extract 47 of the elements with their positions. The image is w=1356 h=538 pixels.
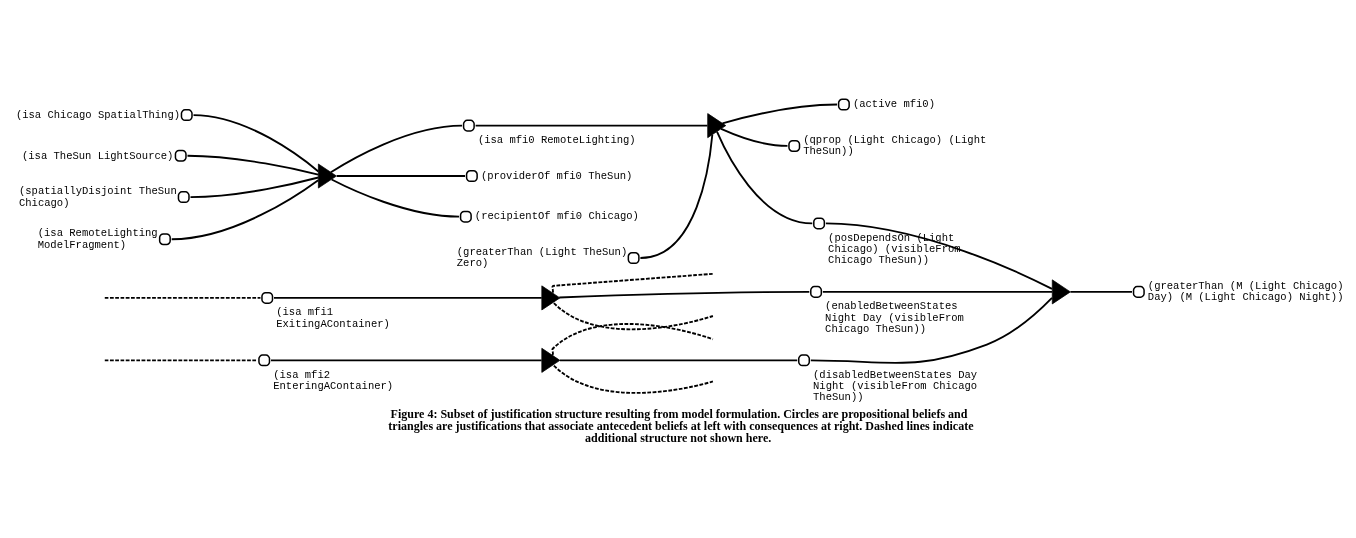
node-triangle — [707, 112, 727, 138]
node-triangle — [1051, 278, 1071, 304]
node-label: (qprop (Light Chicago) (Light TheSun)) — [803, 133, 987, 157]
node-label: (isa mfi2 EnteringAContainer) — [273, 368, 394, 392]
caption: Figure 4: Subset of justification structure resulting from model formulation. Circles are propositional beliefs and triangles are justifications that associate antecedent beliefs at left with consequences at right. Dashed lines indicate additional structure not shown here. — [388, 406, 974, 445]
node-label: (isa TheSun LightSource) — [21, 148, 174, 161]
node-label: (greaterThan (M (Light Chicago) Day) (M (Light Chicago) Night)) — [1147, 279, 1344, 303]
connector — [558, 290, 811, 298]
node-label: (enabledBetweenStates Night Day (visibleFrom Chicago TheSun)) — [825, 299, 964, 335]
connector — [273, 296, 543, 299]
node-triangle — [541, 285, 561, 310]
node-label: (disabledBetweenStates Day Night (visibleFrom Chicago TheSun)) — [813, 368, 978, 403]
connector — [809, 296, 1053, 364]
connector — [1069, 290, 1133, 293]
connector — [474, 124, 709, 127]
connector — [103, 358, 259, 361]
node-label: (providerOf mfi0 TheSun) — [480, 169, 633, 182]
node-label: (isa RemoteLighting ModelFragment) — [37, 226, 158, 251]
connector — [716, 130, 814, 224]
node-triangle — [318, 163, 337, 188]
connector — [559, 358, 799, 361]
node-label: (greaterThan (Light TheSun) Zero) — [456, 245, 628, 269]
connector — [821, 290, 1054, 293]
connector — [639, 133, 714, 259]
connector — [720, 127, 789, 147]
connector — [103, 296, 262, 299]
node-triangle — [541, 347, 561, 373]
connector — [552, 301, 714, 330]
connector — [270, 358, 543, 361]
connector — [189, 176, 320, 198]
connector — [824, 222, 1053, 290]
connector — [192, 113, 320, 172]
connector — [330, 178, 460, 218]
connector — [329, 124, 463, 173]
node-label: (isa Chicago SpatialThing) — [15, 108, 181, 121]
connector — [551, 322, 714, 356]
connector — [721, 103, 839, 124]
connector — [186, 154, 320, 176]
connector — [170, 178, 320, 240]
connector — [552, 364, 714, 394]
node-label: (isa mfi0 RemoteLighting) — [477, 133, 636, 146]
node-label: (active mfi0) — [852, 97, 935, 110]
connector — [551, 272, 714, 294]
node-label: (recipientOf mfi0 Chicago) — [474, 209, 639, 222]
node-label: (isa mfi1 ExitingAContainer) — [276, 305, 390, 330]
connector — [335, 174, 467, 177]
node-label: (spatiallyDisjoint TheSun Chicago) — [18, 184, 177, 209]
